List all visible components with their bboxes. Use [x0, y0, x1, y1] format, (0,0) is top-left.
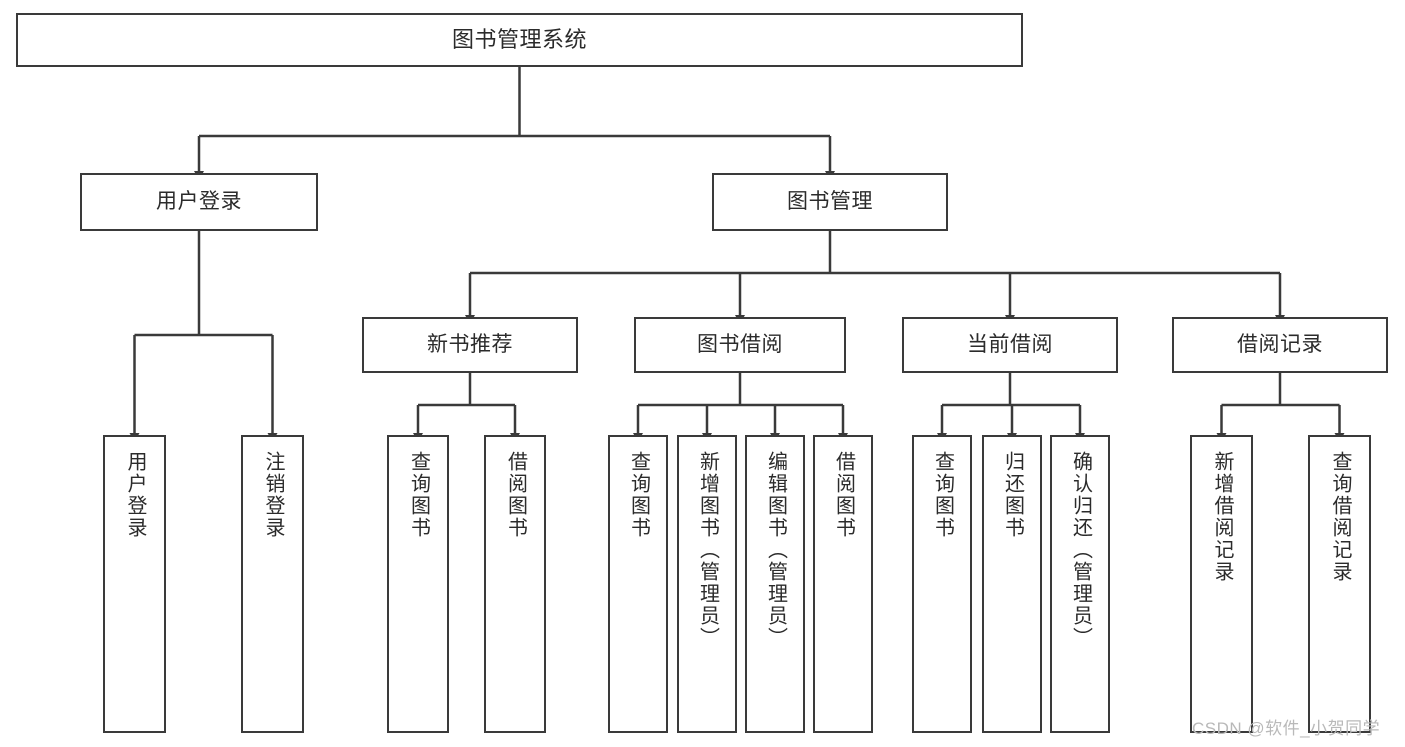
node-leaf-user-logout[interactable]: 注销登录	[241, 435, 304, 733]
node-leaf-cu-query[interactable]: 查询图书	[912, 435, 972, 733]
node-label: 借阅记录	[1237, 332, 1323, 356]
node-label: 查询图书	[931, 451, 954, 539]
node-leaf-bo-add[interactable]: 新增图书（管理员）	[677, 435, 737, 733]
node-leaf-nb-query[interactable]: 查询图书	[387, 435, 449, 733]
node-label: 当前借阅	[967, 332, 1053, 356]
edge-group	[129, 67, 1345, 442]
node-label: 图书管理系统	[451, 27, 587, 53]
node-label: 借阅图书	[832, 451, 855, 539]
node-bookmgmt[interactable]: 图书管理	[712, 173, 948, 231]
node-label: 查询图书	[627, 451, 650, 539]
node-label: 归还图书	[1001, 451, 1024, 539]
node-records[interactable]: 借阅记录	[1172, 317, 1388, 373]
node-label: 确认归还（管理员）	[1069, 451, 1092, 649]
node-leaf-user-login[interactable]: 用户登录	[103, 435, 166, 733]
node-leaf-cu-confirm[interactable]: 确认归还（管理员）	[1050, 435, 1110, 733]
node-login[interactable]: 用户登录	[80, 173, 318, 231]
node-label: 查询图书	[407, 451, 430, 539]
node-label: 用户登录	[124, 451, 146, 539]
node-label: 用户登录	[156, 189, 242, 213]
csdn-watermark: CSDN @软件_小贺同学	[1192, 719, 1381, 738]
node-leaf-nb-borrow[interactable]: 借阅图书	[484, 435, 546, 733]
node-label: 新增借阅记录	[1211, 451, 1233, 583]
node-leaf-cu-return[interactable]: 归还图书	[982, 435, 1042, 733]
node-leaf-re-add[interactable]: 新增借阅记录	[1190, 435, 1253, 733]
node-label: 借阅图书	[504, 451, 527, 539]
node-label: 注销登录	[262, 451, 284, 539]
node-label: 图书管理	[787, 189, 873, 213]
node-leaf-bo-edit[interactable]: 编辑图书（管理员）	[745, 435, 805, 733]
node-label: 图书借阅	[697, 332, 783, 356]
node-label: 编辑图书（管理员）	[764, 451, 787, 649]
node-leaf-bo-borrow[interactable]: 借阅图书	[813, 435, 873, 733]
node-root[interactable]: 图书管理系统	[16, 13, 1023, 67]
node-label: 查询借阅记录	[1329, 451, 1351, 583]
node-leaf-bo-query[interactable]: 查询图书	[608, 435, 668, 733]
node-label: 新书推荐	[427, 332, 513, 356]
node-newbook[interactable]: 新书推荐	[362, 317, 578, 373]
node-current[interactable]: 当前借阅	[902, 317, 1118, 373]
node-leaf-re-query[interactable]: 查询借阅记录	[1308, 435, 1371, 733]
node-borrow[interactable]: 图书借阅	[634, 317, 846, 373]
node-label: 新增图书（管理员）	[696, 451, 719, 649]
